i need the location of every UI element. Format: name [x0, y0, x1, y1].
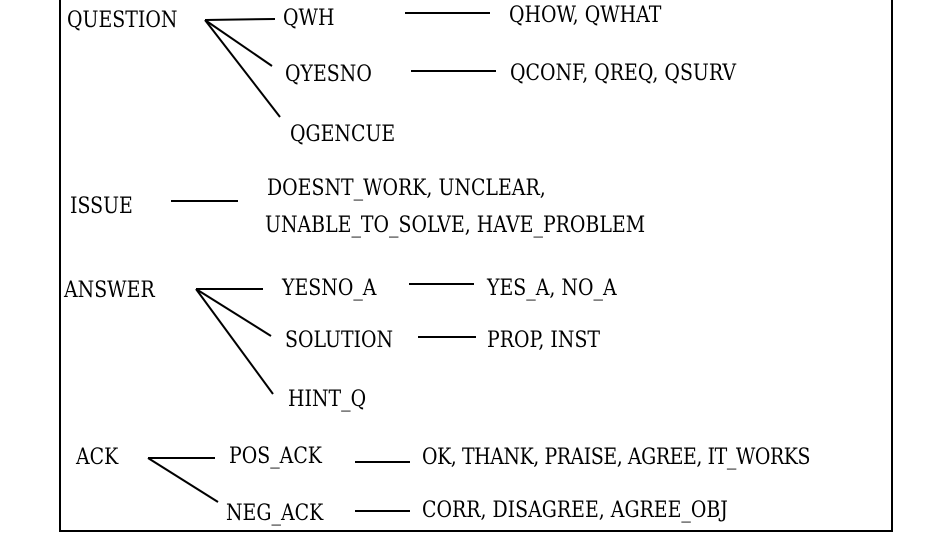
- node-pos-ack-values: OK, THANK, PRAISE, AGREE, IT_WORKS: [422, 445, 810, 470]
- node-issue-values-line2: UNABLE_TO_SOLVE, HAVE_PROBLEM: [265, 213, 646, 238]
- node-neg-ack-values: CORR, DISAGREE, AGREE_OBJ: [422, 498, 728, 523]
- node-solution-values: PROP, INST: [487, 328, 601, 353]
- edge-ack-neg-ack: [147, 457, 219, 503]
- edge-answer-hint-q: [195, 288, 274, 395]
- node-issue-values-line1: DOESNT_WORK, UNCLEAR,: [267, 176, 546, 201]
- node-answer: ANSWER: [64, 278, 155, 303]
- edge-question-qwh: [204, 18, 276, 21]
- node-hint-q: HINT_Q: [288, 387, 367, 412]
- node-qyesno: QYESNO: [285, 62, 372, 87]
- dialogue-act-taxonomy-diagram: [59, 0, 893, 532]
- node-ack: ACK: [76, 445, 119, 470]
- node-question: QUESTION: [67, 8, 178, 33]
- node-neg-ack: NEG_ACK: [226, 501, 324, 526]
- edge-question-qyesno: [204, 19, 273, 67]
- node-qwh-values: QHOW, QWHAT: [509, 3, 662, 28]
- edge-answer-solution: [195, 288, 272, 337]
- node-yesno-a-values: YES_A, NO_A: [487, 276, 617, 301]
- edge-question-qgencue: [204, 19, 281, 118]
- node-issue: ISSUE: [70, 194, 133, 219]
- node-qyesno-values: QCONF, QREQ, QSURV: [510, 61, 737, 86]
- node-qgencue: QGENCUE: [290, 122, 396, 147]
- node-pos-ack: POS_ACK: [229, 444, 322, 469]
- node-qwh: QWH: [283, 6, 335, 31]
- node-solution: SOLUTION: [285, 328, 394, 353]
- node-yesno-a: YESNO_A: [282, 276, 377, 301]
